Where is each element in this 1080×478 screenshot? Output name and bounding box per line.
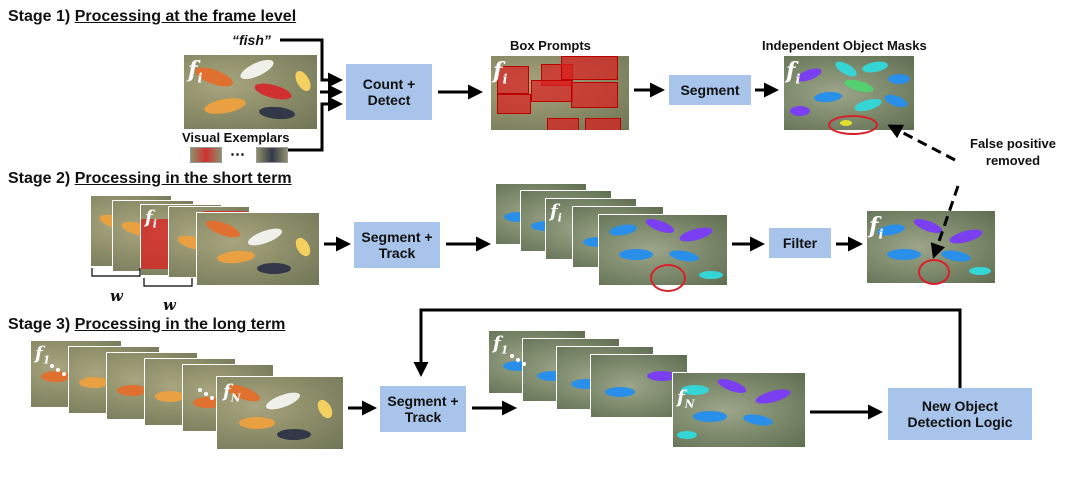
short-frame-i-label: fi	[145, 207, 157, 231]
long-tracked-frame-1-label: f1	[493, 333, 509, 357]
false-positive-marker-1	[828, 115, 878, 135]
false-positive-label: False positive removed	[970, 136, 1056, 170]
count-detect-box: Count + Detect	[346, 64, 432, 120]
new-object-line1: New Object	[921, 397, 999, 414]
box-prompts-label: Box Prompts	[510, 38, 591, 53]
false-positive-marker-3	[918, 259, 950, 285]
short-term-frame-5	[196, 212, 320, 286]
long-term-frame-6: fN	[216, 376, 344, 450]
segment-box: Segment	[669, 75, 751, 105]
false-positive-line2: removed	[985, 152, 1041, 168]
stage2-prefix: Stage 2)	[8, 170, 71, 187]
tracked-frame-i-label: fi	[550, 201, 562, 225]
segment-track-short-line2: Track	[378, 245, 416, 261]
filter-box: Filter	[769, 228, 831, 258]
segment-label: Segment	[680, 81, 740, 98]
segment-track-long-line1: Segment +	[387, 392, 459, 409]
stage3-prefix: Stage 3)	[8, 316, 71, 333]
stage3-heading: Processing in the long term	[74, 316, 286, 333]
new-object-line2: Detection Logic	[907, 414, 1013, 430]
filtered-frame-i-label: fi	[869, 213, 884, 243]
independent-masks-label: Independent Object Masks	[762, 38, 927, 53]
long-frame-1-label: f1	[35, 343, 51, 367]
box-frame-i-label: fi	[493, 58, 508, 88]
false-positive-marker-2	[650, 264, 686, 292]
false-positive-line1: False positive	[970, 136, 1056, 151]
exemplar-thumb-2	[256, 147, 288, 163]
count-detect-line2: Detect	[367, 92, 411, 108]
segment-track-long-line2: Track	[404, 409, 442, 425]
masks-frame-i-label: fi	[786, 58, 801, 88]
text-prompt: “fish”	[232, 32, 271, 48]
segment-track-short-line1: Segment +	[361, 228, 433, 245]
stage2-heading: Processing in the short term	[74, 170, 292, 187]
visual-exemplars-label: Visual Exemplars	[182, 130, 290, 145]
segment-track-box-long: Segment + Track	[380, 386, 466, 432]
count-detect-line1: Count +	[362, 75, 416, 92]
segment-track-box-short: Segment + Track	[354, 222, 440, 268]
long-tracked-frame-N-label: fN	[677, 387, 695, 411]
stage1-prefix: Stage 1)	[8, 8, 71, 25]
new-object-detection-box: New Object Detection Logic	[888, 388, 1032, 440]
window-label-2: w	[163, 296, 176, 314]
frame-i-label: fi	[188, 57, 203, 87]
exemplar-thumb-1	[190, 147, 222, 163]
stage1-title: Stage 1) Processing at the frame level	[8, 8, 296, 26]
stage1-input-frame: fi	[183, 54, 318, 130]
box-prompts-frame: fi	[490, 55, 630, 131]
filter-label: Filter	[782, 234, 818, 251]
window-label-1: w	[110, 287, 123, 305]
long-tracked-frame-4	[590, 354, 688, 418]
stage2-title: Stage 2) Processing in the short term	[8, 170, 292, 188]
exemplar-ellipsis: ⋯	[230, 146, 245, 163]
stage1-heading: Processing at the frame level	[74, 8, 297, 25]
long-frame-N-label: fN	[223, 381, 241, 405]
stage3-title: Stage 3) Processing in the long term	[8, 316, 285, 334]
long-tracked-frame-5: fN	[672, 372, 806, 448]
